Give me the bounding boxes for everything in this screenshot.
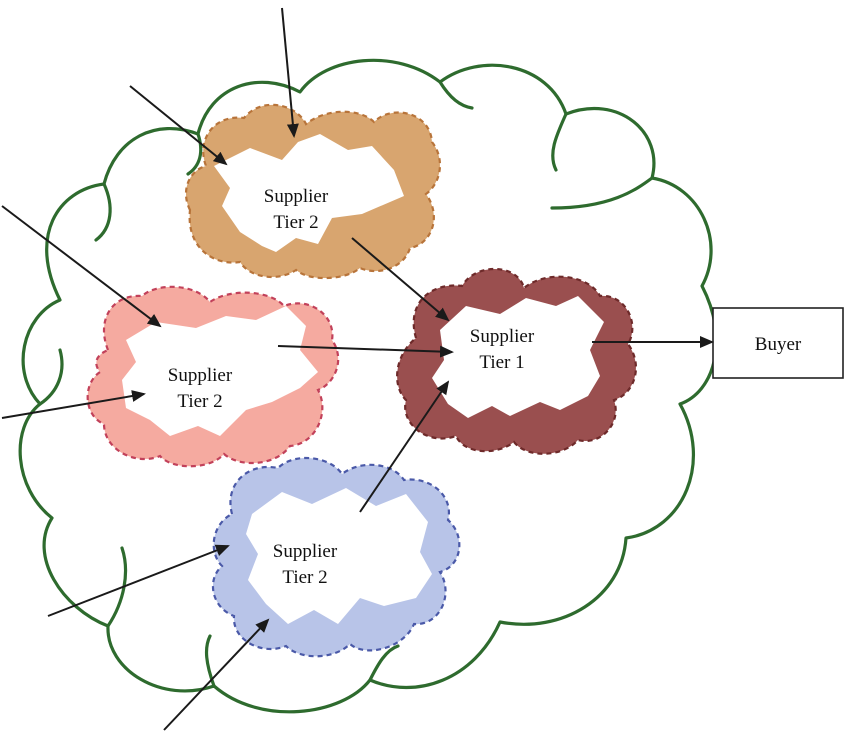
cloud-lobe-2 bbox=[186, 132, 203, 176]
supplier-tier2-top-hole bbox=[214, 134, 404, 252]
cloud-lobe-4 bbox=[551, 112, 568, 172]
supplier-tier2-top-label-1: Supplier bbox=[264, 186, 329, 207]
supplier-tier1-label-2: Tier 1 bbox=[479, 352, 524, 373]
arrow-tier2-bottom-to-tier1 bbox=[359, 380, 450, 513]
arrow-into-tier2-left-2 bbox=[1, 390, 146, 419]
supplier-tier2-bottom-node: Supplier Tier 2 bbox=[212, 456, 461, 658]
supply-network-cloud bbox=[18, 58, 718, 714]
supplier-tier2-bottom-hole bbox=[246, 488, 432, 624]
supplier-tier1-node: Supplier Tier 1 bbox=[396, 267, 638, 455]
supplier-tier2-left-node: Supplier Tier 2 bbox=[86, 285, 340, 468]
arrow-into-tier2-bottom-2 bbox=[163, 618, 270, 731]
buyer-label: Buyer bbox=[755, 334, 802, 355]
supplier-tier2-bottom-label-1: Supplier bbox=[273, 541, 338, 562]
arrow-into-tier2-bottom-1 bbox=[47, 544, 230, 617]
cloud-lobe-3 bbox=[438, 80, 474, 110]
arrow-tier2-left-to-tier1 bbox=[277, 345, 454, 358]
supplier-tier2-left-label-1: Supplier bbox=[168, 365, 233, 386]
arrow-tier2-top-to-tier1 bbox=[351, 237, 450, 322]
cloud-lobe-5 bbox=[550, 176, 654, 210]
supplier-tier2-left-label-2: Tier 2 bbox=[177, 391, 222, 412]
arrow-into-tier2-left-1 bbox=[1, 205, 162, 328]
cloud-lobe-6 bbox=[38, 348, 64, 406]
arrow-into-tier2-top-1 bbox=[281, 7, 299, 138]
supplier-tier2-bottom-label-2: Tier 2 bbox=[282, 567, 327, 588]
supplier-tier2-left-hole bbox=[122, 306, 318, 436]
supplier-tier1-label-1: Supplier bbox=[470, 326, 535, 347]
cloud-lobe-8 bbox=[204, 634, 216, 688]
supplier-tier2-top-label-2: Tier 2 bbox=[273, 212, 318, 233]
arrow-into-tier2-top-2 bbox=[129, 85, 228, 166]
cloud-lobe-9 bbox=[368, 644, 400, 682]
buyer-node: Buyer bbox=[712, 307, 844, 379]
supplier-tier1-hole bbox=[432, 296, 604, 418]
supplier-tier2-top-node: Supplier Tier 2 bbox=[184, 103, 441, 280]
cloud-lobe-1 bbox=[94, 182, 112, 242]
